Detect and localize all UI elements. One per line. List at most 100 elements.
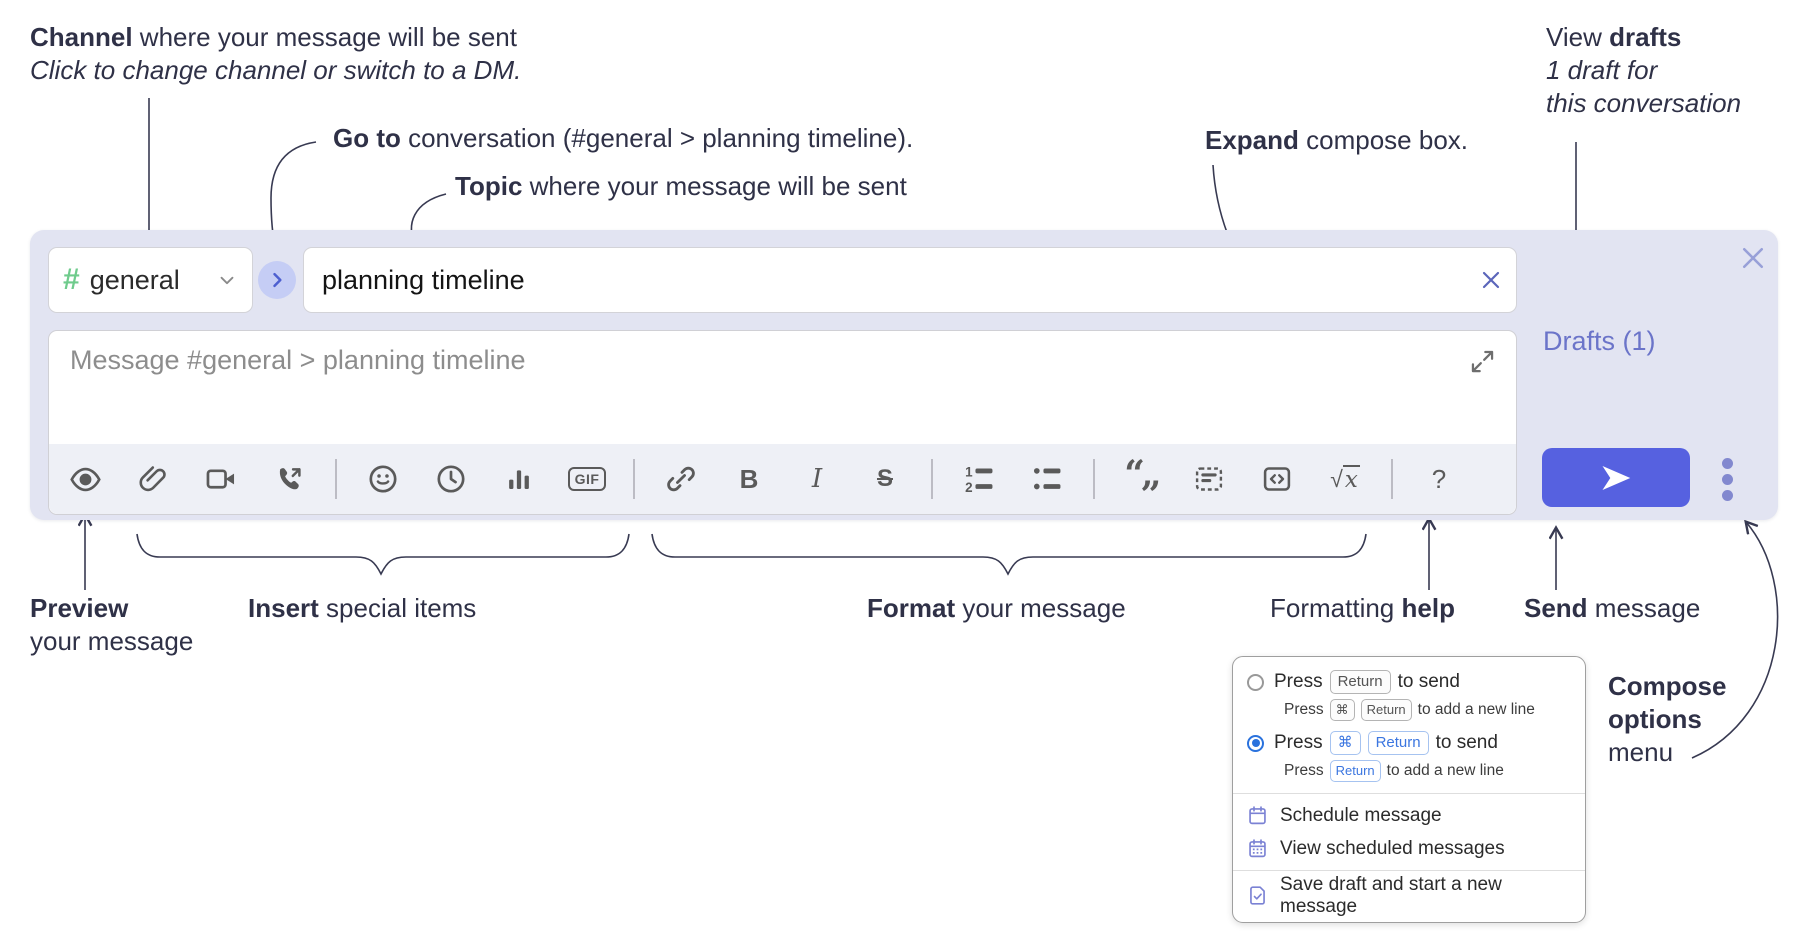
message-compose-area: GIF B I S 12 “„ √x? <box>48 330 1517 515</box>
spoiler-icon <box>1192 462 1226 496</box>
option-label: Press Return to send <box>1274 670 1460 694</box>
code-button[interactable] <box>1255 455 1299 503</box>
kebab-vertical-dots-icon <box>1721 457 1733 501</box>
topic-clear-button[interactable] <box>1466 248 1516 312</box>
code-icon <box>1260 462 1294 496</box>
message-input[interactable] <box>49 331 1465 453</box>
radio-unselected-icon[interactable] <box>1247 673 1264 691</box>
preview-eye-icon <box>69 463 102 496</box>
toolbar-divider <box>335 459 337 499</box>
annotation-insert: Insert special items <box>248 593 477 623</box>
annotation-topic: Topic where your message will be sent <box>455 171 907 201</box>
menu-item-label: View scheduled messages <box>1280 837 1505 859</box>
annotation-send: Send message <box>1524 593 1701 623</box>
topic-field <box>303 247 1517 313</box>
radio-selected-icon[interactable] <box>1247 734 1264 752</box>
message-formatting-help-button[interactable]: ? <box>1417 455 1461 503</box>
draft-save-icon <box>1247 885 1268 906</box>
audio-call-button[interactable] <box>267 455 311 503</box>
go-to-conversation-button[interactable] <box>258 261 296 299</box>
close-compose-button[interactable] <box>1735 240 1771 276</box>
expand-diagonal-icon <box>1469 348 1496 375</box>
video-camera-icon <box>204 462 238 496</box>
math-button[interactable]: √x <box>1323 455 1367 503</box>
menu-item-label: Save draft and start a new message <box>1280 873 1502 917</box>
annotation-format: Format your message <box>867 593 1126 623</box>
close-icon <box>1739 244 1767 272</box>
channel-selector[interactable]: # general <box>48 247 253 313</box>
menu-text: to add a new line <box>1417 701 1535 718</box>
send-shortcut-option-1[interactable]: Press Return to send <box>1247 670 1571 694</box>
annotation-compose-options: Compose options menu <box>1608 671 1727 767</box>
send-button[interactable] <box>1542 448 1690 507</box>
channel-name: general <box>89 264 180 295</box>
quote-button[interactable]: “„ <box>1119 455 1163 503</box>
send-shortcut-option-2[interactable]: Press ⌘Return to send <box>1247 731 1571 755</box>
global-time-button[interactable] <box>429 455 473 503</box>
chevron-right-icon <box>267 270 287 290</box>
menu-text: to add a new line <box>1386 762 1504 779</box>
preview-button[interactable] <box>63 455 107 503</box>
compose-options-menu-button[interactable] <box>1708 452 1746 506</box>
video-call-button[interactable] <box>199 455 243 503</box>
paperclip-icon <box>137 463 170 496</box>
menu-text: to send <box>1435 732 1498 753</box>
drafts-link[interactable]: Drafts (1) <box>1543 326 1656 356</box>
link-icon <box>664 462 698 496</box>
option-sublabel: Press Return to add a new line <box>1284 760 1571 782</box>
chevron-down-icon <box>216 269 238 291</box>
svg-text:2: 2 <box>965 480 972 495</box>
keyboard-key: Return <box>1329 760 1381 782</box>
poll-button[interactable] <box>497 455 541 503</box>
annotation-channel: Channel where your message will be sent … <box>30 22 522 85</box>
bar-chart-icon <box>503 463 535 495</box>
save-draft-item[interactable]: Save draft and start a new message <box>1247 874 1571 917</box>
bold-icon: B <box>739 463 759 494</box>
svg-text:1: 1 <box>965 464 973 479</box>
channel-hash-icon: # <box>63 263 80 296</box>
gif-button[interactable]: GIF <box>565 455 609 503</box>
keyboard-key: Return <box>1360 699 1412 721</box>
calendar-grid-icon <box>1247 838 1268 859</box>
strikethrough-button[interactable]: S <box>863 455 907 503</box>
gif-icon: GIF <box>567 467 607 491</box>
menu-item-label: Schedule message <box>1280 804 1442 826</box>
italic-icon: I <box>811 464 823 494</box>
menu-text: to send <box>1397 671 1460 692</box>
keyboard-key: ⌘ <box>1329 699 1355 721</box>
strikethrough-icon: S <box>876 465 893 492</box>
link-button[interactable] <box>659 455 703 503</box>
calendar-icon <box>1247 805 1268 826</box>
keyboard-key: ⌘ <box>1329 731 1361 755</box>
expand-compose-button[interactable] <box>1464 343 1500 379</box>
menu-text: Press <box>1284 762 1324 779</box>
menu-text: Press <box>1274 732 1323 753</box>
toolbar-divider <box>931 459 933 499</box>
menu-text: Press <box>1274 671 1323 692</box>
italic-button[interactable]: I <box>795 455 839 503</box>
keyboard-key: Return <box>1329 670 1391 694</box>
question-mark-icon: ? <box>1431 463 1447 494</box>
annotation-go-to: Go to conversation (#general > planning … <box>333 123 914 153</box>
bulleted-list-icon <box>1030 462 1064 496</box>
schedule-message-item[interactable]: Schedule message <box>1247 799 1571 832</box>
view-scheduled-messages-item[interactable]: View scheduled messages <box>1247 832 1571 865</box>
annotation-preview: Preview your message <box>30 593 194 656</box>
keyboard-key: Return <box>1367 731 1429 755</box>
emoji-button[interactable] <box>361 455 405 503</box>
topic-input[interactable] <box>304 264 1466 296</box>
spoiler-button[interactable] <box>1187 455 1231 503</box>
attach-file-button[interactable] <box>131 455 175 503</box>
bulleted-list-button[interactable] <box>1025 455 1069 503</box>
quote-icon: “„ <box>1124 453 1161 495</box>
bold-button[interactable]: B <box>727 455 771 503</box>
math-icon: √x <box>1330 464 1360 493</box>
annotation-formatting-help: Formatting help <box>1270 593 1455 623</box>
compose-box: # general <box>30 230 1778 520</box>
